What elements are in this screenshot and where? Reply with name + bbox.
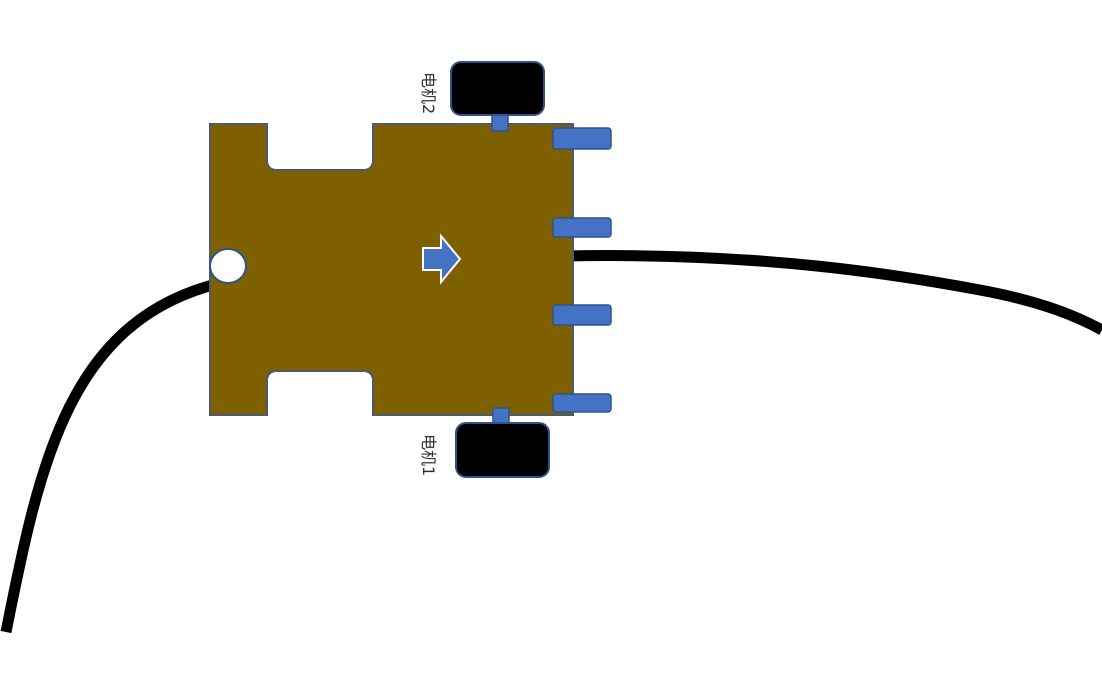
motor1-wheel xyxy=(455,422,550,478)
track-line-right xyxy=(564,250,1102,335)
line-sensor-1 xyxy=(552,127,612,150)
caster-wheel xyxy=(209,248,247,284)
motor2-wheel xyxy=(450,61,545,116)
line-sensor-2 xyxy=(552,217,612,238)
motor2-label: 电机2 xyxy=(419,72,438,114)
arrow-right-icon xyxy=(422,233,462,285)
line-sensor-4 xyxy=(552,393,612,413)
line-sensor-3 xyxy=(552,304,612,326)
track-line-left xyxy=(0,277,222,634)
robot-chassis xyxy=(209,123,574,416)
motor1-label: 电机1 xyxy=(419,434,438,476)
